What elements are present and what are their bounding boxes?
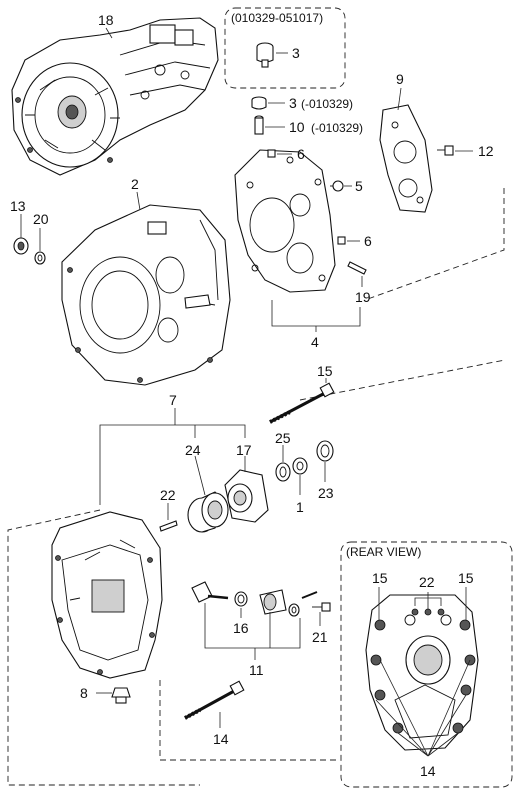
part-sleeve — [259, 589, 287, 615]
part-gear-shaft — [191, 581, 229, 603]
label-23: 23 — [318, 485, 334, 501]
part-22-pin — [159, 520, 178, 532]
part-24-bearing — [187, 491, 229, 533]
label-6b: 6 — [364, 233, 372, 249]
label-10: 10 — [289, 119, 305, 135]
part-3-plug-old — [251, 96, 267, 110]
note-3: (-010329) — [301, 97, 353, 111]
label-16: 16 — [233, 620, 249, 636]
dashed-region-lines — [7, 188, 506, 786]
part-15-long-bolt — [269, 382, 335, 424]
range-box: (010329-051017) 3 — [224, 7, 346, 89]
label-15-rear-left: 15 — [372, 570, 388, 586]
rear-view-box: (REAR VIEW) 15 15 22 14 — [340, 541, 513, 788]
part-9-gasket — [379, 104, 433, 213]
rear-view-title: (REAR VIEW) — [346, 545, 421, 559]
note-10: (-010329) — [311, 121, 363, 135]
rear-view-housing — [365, 594, 479, 751]
part-8-drain-plug — [111, 687, 131, 704]
label-14-rear: 14 — [420, 763, 436, 779]
part-12-bolt — [437, 145, 454, 156]
label-3: 3 — [292, 45, 300, 61]
part-6-bolt-top — [267, 149, 276, 158]
label-3-old: 3 — [289, 95, 297, 111]
part-18-transmission-assembly — [11, 17, 219, 176]
part-25-washer — [275, 462, 291, 482]
part-16-o-ring — [234, 591, 248, 607]
label-6a: 6 — [297, 146, 305, 162]
label-18: 18 — [98, 12, 114, 28]
part-pin-small — [301, 591, 318, 599]
part-6-bolt-side — [337, 236, 346, 245]
label-13: 13 — [10, 198, 26, 214]
part-5-plug — [330, 180, 344, 192]
part-2-case — [61, 204, 231, 386]
part-19-pin — [347, 261, 367, 275]
label-11: 11 — [249, 662, 264, 678]
label-2: 2 — [131, 176, 139, 192]
label-5: 5 — [355, 178, 363, 194]
label-22: 22 — [160, 487, 176, 503]
label-19: 19 — [355, 289, 371, 305]
part-20-washer — [34, 251, 46, 265]
part-7-extension-housing — [51, 511, 163, 679]
label-1: 1 — [296, 499, 304, 515]
label-25: 25 — [275, 430, 291, 446]
label-7: 7 — [169, 392, 177, 408]
label-20: 20 — [33, 211, 49, 227]
part-4-plate — [234, 149, 336, 293]
part-seal-small — [288, 603, 300, 617]
part-14-long-bolt — [184, 680, 245, 720]
part-23-ring — [316, 440, 334, 462]
label-8: 8 — [80, 685, 88, 701]
label-24: 24 — [185, 442, 201, 458]
label-15-top: 15 — [317, 363, 333, 379]
label-9: 9 — [396, 71, 404, 87]
part-21-bolt — [312, 602, 331, 612]
part-1-seal — [292, 457, 308, 475]
label-4: 4 — [311, 334, 319, 350]
label-15-rear-right: 15 — [458, 570, 474, 586]
label-12: 12 — [478, 143, 494, 159]
label-21: 21 — [312, 629, 328, 645]
part-3-plug-new — [256, 42, 274, 68]
range-box-text: (010329-051017) — [231, 11, 323, 25]
part-10-pin — [254, 115, 264, 135]
label-17: 17 — [236, 442, 252, 458]
label-14: 14 — [213, 731, 229, 747]
part-17-housing — [224, 469, 269, 523]
part-13-nut — [13, 237, 29, 255]
label-22-rear: 22 — [419, 574, 435, 590]
